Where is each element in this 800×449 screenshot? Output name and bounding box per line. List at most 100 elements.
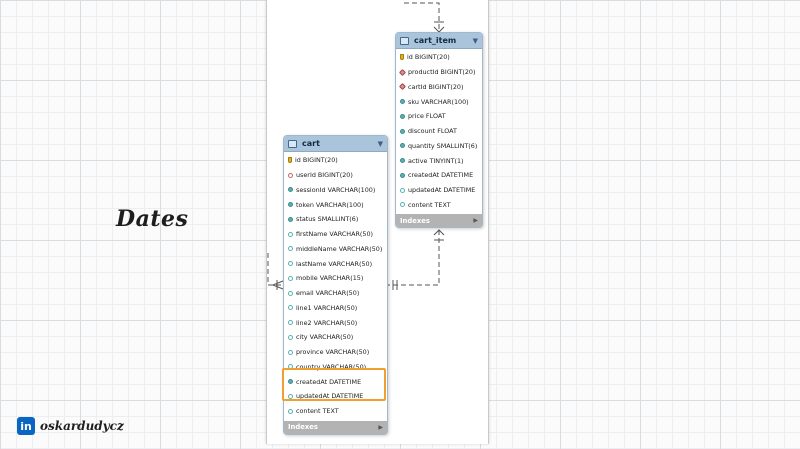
not-null-column-icon — [400, 143, 405, 149]
linkedin-icon: in — [17, 417, 35, 435]
nullable-column-icon — [288, 290, 293, 296]
column-row[interactable]: id BIGINT(20) — [396, 50, 482, 65]
not-null-column-icon — [288, 187, 293, 193]
column-row[interactable]: updatedAt DATETIME — [284, 389, 387, 404]
column-row[interactable]: province VARCHAR(50) — [284, 345, 387, 360]
column-label: content TEXT — [296, 407, 339, 416]
indexes-label: Indexes — [288, 423, 318, 431]
column-row[interactable]: updatedAt DATETIME — [396, 183, 482, 198]
column-row[interactable]: content TEXT — [396, 198, 482, 213]
column-row[interactable]: quantity SMALLINT(6) — [396, 139, 482, 154]
column-label: productId BIGINT(20) — [408, 68, 476, 77]
column-label: token VARCHAR(100) — [296, 200, 364, 209]
column-row[interactable]: price FLOAT — [396, 109, 482, 124]
not-null-column-icon — [288, 216, 293, 222]
primary-key-icon — [288, 157, 292, 164]
expand-arrow-icon[interactable]: ▶ — [378, 423, 383, 431]
table-header[interactable]: cart ▼ — [284, 136, 387, 152]
not-null-column-icon — [288, 379, 293, 385]
column-label: createdAt DATETIME — [296, 377, 362, 386]
column-label: province VARCHAR(50) — [296, 348, 370, 357]
indexes-section[interactable]: Indexes ▶ — [396, 214, 482, 228]
column-label: content TEXT — [408, 200, 451, 209]
column-row[interactable]: content TEXT — [284, 404, 387, 419]
column-row[interactable]: middleName VARCHAR(50) — [284, 242, 387, 257]
column-row[interactable]: sessionId VARCHAR(100) — [284, 183, 387, 198]
column-row[interactable]: email VARCHAR(50) — [284, 286, 387, 301]
column-label: email VARCHAR(50) — [296, 289, 360, 298]
column-label: userId BIGINT(20) — [296, 171, 353, 180]
column-row[interactable]: lastName VARCHAR(50) — [284, 256, 387, 271]
column-label: line2 VARCHAR(50) — [296, 318, 358, 327]
not-null-column-icon — [288, 202, 293, 208]
column-label: line1 VARCHAR(50) — [296, 303, 358, 312]
foreign-key-icon — [398, 68, 407, 76]
column-label: lastName VARCHAR(50) — [296, 259, 373, 268]
table-cart-item[interactable]: cart_item ▼ id BIGINT(20) productId BIGIN… — [395, 32, 483, 229]
column-label: quantity SMALLINT(6) — [408, 141, 478, 150]
chevron-down-icon[interactable]: ▼ — [472, 36, 478, 45]
column-row[interactable]: status SMALLINT(6) — [284, 212, 387, 227]
nullable-column-icon — [288, 305, 293, 311]
table-header[interactable]: cart_item ▼ — [396, 33, 482, 49]
table-cart[interactable]: cart ▼ id BIGINT(20) userId BIGINT(20) ses… — [283, 135, 388, 435]
column-row[interactable]: line1 VARCHAR(50) — [284, 301, 387, 316]
column-row[interactable]: productId BIGINT(20) — [396, 65, 482, 80]
column-row[interactable]: cartId BIGINT(20) — [396, 80, 482, 95]
nullable-column-icon — [400, 187, 405, 193]
nullable-column-icon — [288, 246, 293, 252]
column-list: id BIGINT(20) productId BIGINT(20) cartId … — [396, 49, 482, 214]
column-label: middleName VARCHAR(50) — [296, 244, 383, 253]
column-label: active TINYINT(1) — [408, 156, 464, 165]
column-row[interactable]: discount FLOAT — [396, 124, 482, 139]
column-row[interactable]: createdAt DATETIME — [284, 374, 387, 389]
column-label: city VARCHAR(50) — [296, 333, 354, 342]
column-list: id BIGINT(20) userId BIGINT(20) sessionId … — [284, 152, 387, 421]
column-row[interactable]: line2 VARCHAR(50) — [284, 315, 387, 330]
nullable-column-icon — [288, 393, 293, 399]
slide-title: Dates — [116, 206, 189, 232]
indexes-section[interactable]: Indexes ▶ — [284, 420, 387, 434]
not-null-column-icon — [400, 128, 405, 134]
table-icon — [288, 139, 297, 148]
column-label: sku VARCHAR(100) — [408, 97, 469, 106]
column-row[interactable]: city VARCHAR(50) — [284, 330, 387, 345]
indexes-label: Indexes — [400, 216, 430, 225]
nullable-column-icon — [288, 231, 293, 237]
column-label: status SMALLINT(6) — [296, 215, 359, 224]
column-label: firstName VARCHAR(50) — [296, 230, 374, 239]
not-null-column-icon — [400, 172, 405, 178]
column-label: updatedAt DATETIME — [408, 186, 476, 195]
table-name: cart_item — [414, 36, 457, 45]
nullable-column-icon — [288, 320, 293, 326]
column-label: mobile VARCHAR(15) — [296, 274, 364, 283]
chevron-down-icon[interactable]: ▼ — [377, 139, 383, 148]
column-row[interactable]: createdAt DATETIME — [396, 168, 482, 183]
column-row[interactable]: token VARCHAR(100) — [284, 197, 387, 212]
author-handle: oskardudycz — [40, 419, 124, 433]
table-name: cart — [302, 139, 320, 148]
author-branding: in oskardudycz — [17, 417, 124, 435]
column-label: sessionId VARCHAR(100) — [296, 185, 376, 194]
column-label: id BIGINT(20) — [407, 53, 450, 62]
column-row[interactable]: active TINYINT(1) — [396, 153, 482, 168]
not-null-column-icon — [400, 158, 405, 164]
nullable-column-icon — [288, 408, 293, 414]
primary-key-icon — [400, 54, 404, 61]
column-row[interactable]: id BIGINT(20) — [284, 153, 387, 168]
column-row[interactable]: firstName VARCHAR(50) — [284, 227, 387, 242]
nullable-column-icon — [288, 261, 293, 267]
column-label: discount FLOAT — [408, 127, 457, 136]
column-row[interactable]: mobile VARCHAR(15) — [284, 271, 387, 286]
column-label: createdAt DATETIME — [408, 171, 474, 180]
column-row[interactable]: userId BIGINT(20) — [284, 168, 387, 183]
date-columns-highlight — [282, 368, 386, 401]
column-label: cartId BIGINT(20) — [408, 82, 464, 91]
nullable-foreign-key-icon — [288, 172, 293, 178]
table-icon — [400, 36, 409, 45]
column-label: price FLOAT — [408, 112, 446, 121]
expand-arrow-icon[interactable]: ▶ — [473, 217, 478, 225]
column-label: id BIGINT(20) — [295, 156, 338, 165]
nullable-column-icon — [288, 349, 293, 355]
column-row[interactable]: sku VARCHAR(100) — [396, 94, 482, 109]
